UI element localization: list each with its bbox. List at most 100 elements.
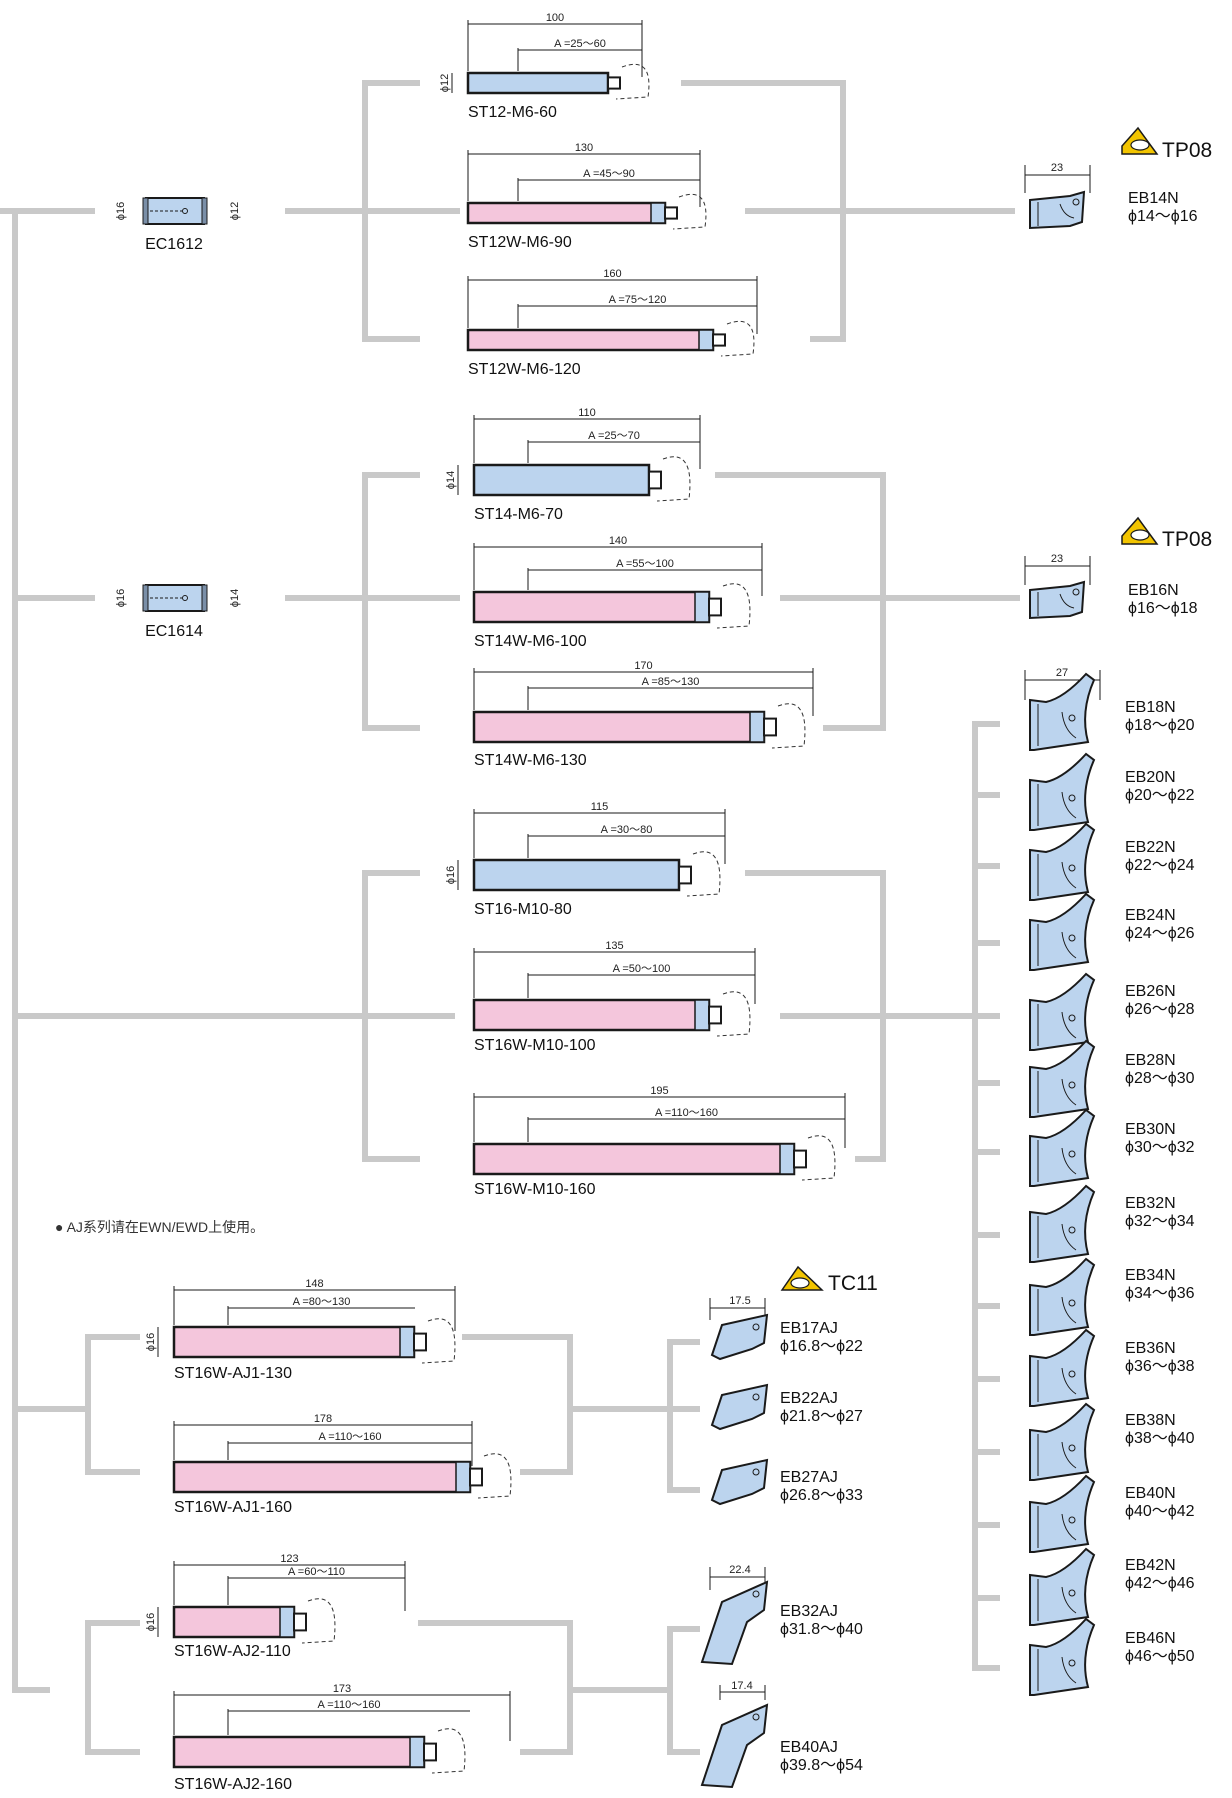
shank-length: 195	[650, 1085, 668, 1097]
shank-end-sleeve	[399, 1326, 415, 1358]
shank-diameter: ϕ12	[439, 74, 451, 92]
boring-head-shape	[1029, 581, 1085, 619]
shank-end-sleeve	[698, 329, 714, 351]
shank-end-sleeve	[455, 1461, 471, 1493]
head-range: ϕ39.8～ϕ54	[780, 1757, 863, 1774]
shank-diameter: ϕ16	[445, 866, 457, 884]
boring-head-shape	[700, 1580, 769, 1666]
shank-body	[472, 1142, 796, 1176]
thread-tip	[708, 1005, 722, 1025]
insert-badge-tc11: TC11	[780, 1265, 878, 1295]
head-name: EB26N	[1125, 983, 1176, 1000]
shank-end-sleeve	[650, 202, 666, 224]
head-name: EB17AJ	[780, 1320, 838, 1337]
shank-end-sleeve	[279, 1606, 295, 1638]
head-range: ϕ14～ϕ16	[1128, 208, 1198, 225]
shank-length: 148	[305, 1278, 323, 1290]
boring-head-shape	[1029, 1258, 1095, 1336]
shank-length: 170	[634, 660, 652, 672]
head-name: EB46N	[1125, 1630, 1176, 1647]
head-name: EB36N	[1125, 1340, 1176, 1357]
shank-name: ST16W-M10-100	[474, 1037, 596, 1054]
insert-grade: TP08	[1162, 139, 1212, 162]
boring-head-shape	[1029, 191, 1085, 229]
head-range: ϕ34～ϕ36	[1125, 1285, 1195, 1302]
shank-name: ST16W-M10-160	[474, 1181, 596, 1198]
head-name: EB27AJ	[780, 1469, 838, 1486]
connector-lines	[0, 80, 1020, 1755]
shank-name: ST16W-AJ2-110	[174, 1643, 291, 1660]
shank-length: 100	[546, 12, 564, 24]
collet-outer-dia: ϕ16	[115, 589, 127, 607]
boring-head-shape	[1029, 1618, 1095, 1696]
shank-diameter: ϕ14	[445, 471, 457, 489]
shank-length: 178	[314, 1413, 332, 1425]
shank-name: ST14W-M6-130	[474, 752, 587, 769]
boring-head-shape	[710, 1313, 769, 1361]
thread-tip	[293, 1612, 307, 1632]
shank-diameter: ϕ16	[145, 1333, 157, 1351]
collet-inner-dia: ϕ14	[229, 589, 241, 607]
shank-body	[466, 201, 667, 225]
head-range: ϕ26～ϕ28	[1125, 1001, 1195, 1018]
boring-head-shape	[1029, 1475, 1095, 1553]
shank-name: ST16W-AJ1-160	[174, 1499, 292, 1516]
collet-ec1614: ϕ16 ϕ14 EC1614	[115, 584, 241, 640]
head-name: EB42N	[1125, 1557, 1176, 1574]
shank-length: 123	[280, 1553, 298, 1565]
head-dim-text: 17.4	[731, 1680, 752, 1692]
shank-body	[472, 710, 766, 744]
head-range: ϕ24～ϕ26	[1125, 925, 1195, 942]
aj-series-note: ● AJ系列请在EWN/EWD上使用。	[55, 1219, 264, 1235]
boring-head-shape	[710, 1458, 769, 1506]
head-dim-text: 17.5	[729, 1295, 750, 1307]
shank-name: ST12W-M6-90	[468, 234, 572, 251]
boring-head-shape	[1029, 1403, 1095, 1481]
shank-body	[172, 1605, 296, 1639]
head-group: EB14Nϕ14～ϕ16EB16Nϕ16～ϕ18EB18Nϕ18～ϕ20EB20…	[700, 190, 1198, 1789]
shank-range: A =30～80	[601, 824, 653, 836]
boring-head-shape	[1029, 673, 1095, 751]
head-range: ϕ18～ϕ20	[1125, 717, 1195, 734]
shank-body	[472, 463, 651, 497]
thread-tip	[664, 206, 678, 220]
shank-length: 130	[575, 142, 593, 154]
head-range: ϕ32～ϕ34	[1125, 1213, 1195, 1230]
shank-range: A =85～130	[642, 676, 700, 688]
head-range: ϕ21.8～ϕ27	[780, 1408, 863, 1425]
insert-badge-tp08-1: TP08	[1121, 126, 1212, 162]
head-dimension-labels: 23 23 27 17.5 22.4 17.4	[729, 162, 1068, 1692]
shank-length: 173	[333, 1683, 351, 1695]
insert-grade: TC11	[828, 1272, 878, 1295]
head-name: EB18N	[1125, 699, 1176, 716]
thread-tip	[607, 76, 621, 90]
head-name: EB38N	[1125, 1412, 1176, 1429]
shank-length: 140	[609, 535, 627, 547]
boring-head-shape	[1029, 973, 1095, 1051]
shank-length: 115	[591, 801, 609, 813]
head-range: ϕ22～ϕ24	[1125, 857, 1195, 874]
shank-body	[172, 1325, 416, 1359]
head-name: EB32N	[1125, 1195, 1176, 1212]
shank-name: ST16W-AJ2-160	[174, 1776, 292, 1793]
